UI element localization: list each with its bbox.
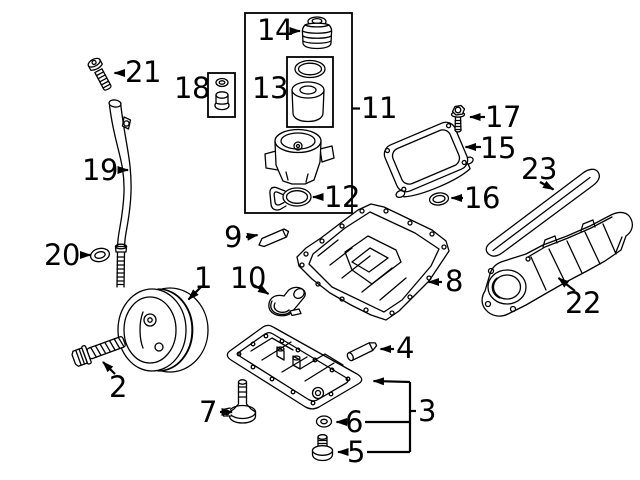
part-6-seal-washer-drawing — [315, 415, 333, 428]
part-22-intake-manifold-drawing — [481, 211, 633, 317]
callout-15: 15 — [480, 131, 516, 165]
part-11-filter-housing-drawing — [264, 128, 335, 185]
callout-9: 9 — [224, 220, 242, 254]
part-16-o-ring-drawing — [428, 192, 450, 206]
part-8-upper-oil-pan-drawing — [296, 203, 450, 321]
part-23-gasket-drawing — [485, 168, 600, 257]
filter-assembly-box — [244, 12, 353, 214]
part-3-oil-pan-drawing — [226, 324, 363, 410]
callout-2: 2 — [109, 370, 127, 404]
callout-arrows — [80, 27, 576, 456]
part-2-bolt-drawing — [71, 336, 126, 367]
part-4-dowel-pin-drawing — [346, 342, 378, 362]
part-13-filter-element-drawing — [291, 59, 326, 123]
callout-23: 23 — [521, 152, 557, 186]
callout-17: 17 — [485, 100, 521, 134]
part-10-fitting-drawing — [268, 286, 306, 317]
callout-13: 13 — [252, 71, 288, 105]
callout-18: 18 — [174, 71, 210, 105]
callout-12: 12 — [324, 180, 360, 214]
callout-4: 4 — [396, 331, 414, 365]
callout-5: 5 — [347, 435, 365, 469]
part-15-cover-drawing — [383, 121, 474, 199]
part-20-seal-ring-drawing — [89, 247, 111, 263]
part-21-bolt-drawing — [87, 57, 112, 91]
part-5-drain-plug-drawing — [311, 434, 334, 462]
part-9-pin-drawing — [258, 228, 290, 248]
callout-16: 16 — [464, 181, 500, 215]
callout-20: 20 — [44, 238, 80, 272]
part-17-bolt-drawing — [450, 104, 466, 133]
part-12-gasket-drawing — [269, 186, 312, 211]
callout-8: 8 — [445, 264, 463, 298]
part-14-filter-cap-drawing — [301, 16, 333, 50]
part-1-pulley-drawing — [117, 287, 209, 373]
part-19-dipstick-tube-drawing — [108, 99, 132, 288]
callout-6: 6 — [345, 405, 363, 439]
part-7-oil-level-sensor-drawing — [222, 379, 257, 424]
callout-10: 10 — [230, 261, 266, 295]
callout-3: 3 — [418, 394, 436, 428]
hardware-box — [207, 72, 236, 118]
callout-11: 11 — [361, 91, 397, 125]
callout-21: 21 — [125, 55, 161, 89]
callout-14: 14 — [257, 13, 293, 47]
callout-1: 1 — [194, 261, 212, 295]
callout-19: 19 — [82, 153, 118, 187]
part-18-valve-drawing — [214, 77, 230, 111]
callout-22: 22 — [565, 286, 601, 320]
callout-7: 7 — [199, 395, 217, 429]
